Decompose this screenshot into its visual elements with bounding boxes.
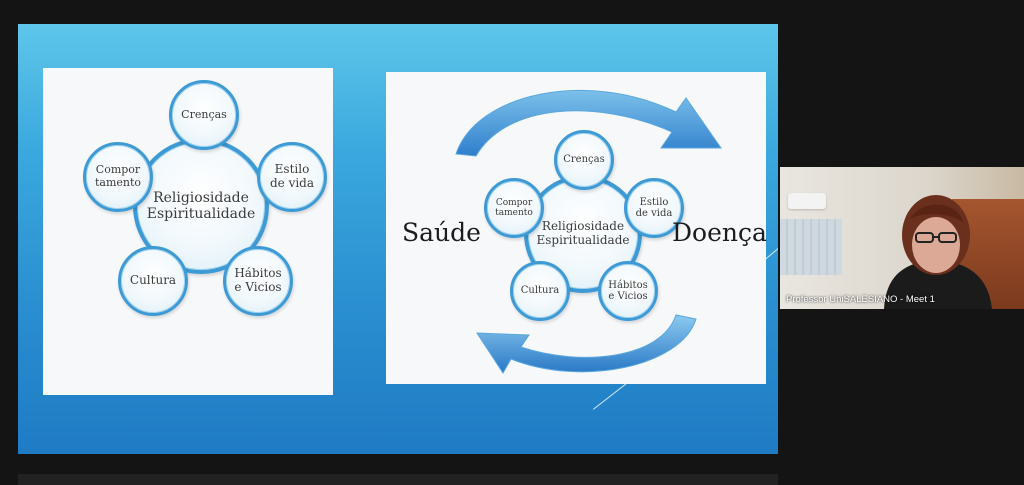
node-estilo-de-vida: Estilo de vida	[257, 142, 327, 212]
node-habitos-e-vicios: Hábitos e Vicios	[223, 246, 293, 316]
node-label: Cultura	[520, 285, 560, 297]
node-estilo-de-vida: Estilo de vida	[624, 178, 684, 238]
node-label: Compor tamento	[94, 163, 142, 189]
node-crencas: Crenças	[554, 130, 614, 190]
node-label: Compor tamento	[495, 197, 533, 218]
node-label: Estilo de vida	[269, 162, 315, 190]
air-conditioner	[788, 193, 826, 209]
node-label: Hábitos e Vicios	[608, 279, 648, 303]
node-label: Crenças	[181, 107, 227, 121]
bottom-toolbar-strip	[18, 474, 778, 485]
word-doenca: Doença	[672, 218, 767, 247]
word-saude: Saúde	[402, 218, 481, 247]
participant-name: Professor UniSALESIANO - Meet 1	[786, 294, 935, 305]
center-label: Religiosidade Espiritualidade	[146, 189, 256, 222]
cycle-arrow-bottom-icon	[476, 314, 697, 374]
presentation-slide: Religiosidade Espiritualidade Crenças Es…	[18, 24, 778, 454]
node-label: Crenças	[563, 154, 605, 166]
right-diagram-panel: Religiosidade Espiritualidade Crenças Es…	[386, 72, 767, 384]
center-label: Religiosidade Espiritualidade	[536, 219, 630, 247]
node-comportamento: Compor tamento	[83, 142, 153, 212]
node-cultura: Cultura	[510, 261, 570, 321]
cycle-arrow-top-icon	[455, 89, 722, 157]
node-habitos-e-vicios: Hábitos e Vicios	[598, 261, 658, 321]
left-diagram-panel: Religiosidade Espiritualidade Crenças Es…	[43, 68, 333, 395]
participant-person	[884, 195, 992, 309]
node-label: Cultura	[129, 273, 177, 288]
node-comportamento: Compor tamento	[484, 178, 544, 238]
node-cultura: Cultura	[118, 246, 188, 316]
node-label: Estilo de vida	[635, 196, 673, 220]
node-label: Hábitos e Vicios	[234, 266, 282, 294]
participant-video-tile[interactable]: Professor UniSALESIANO - Meet 1	[780, 167, 1024, 309]
window-blinds	[780, 219, 842, 275]
node-crencas: Crenças	[169, 80, 239, 150]
